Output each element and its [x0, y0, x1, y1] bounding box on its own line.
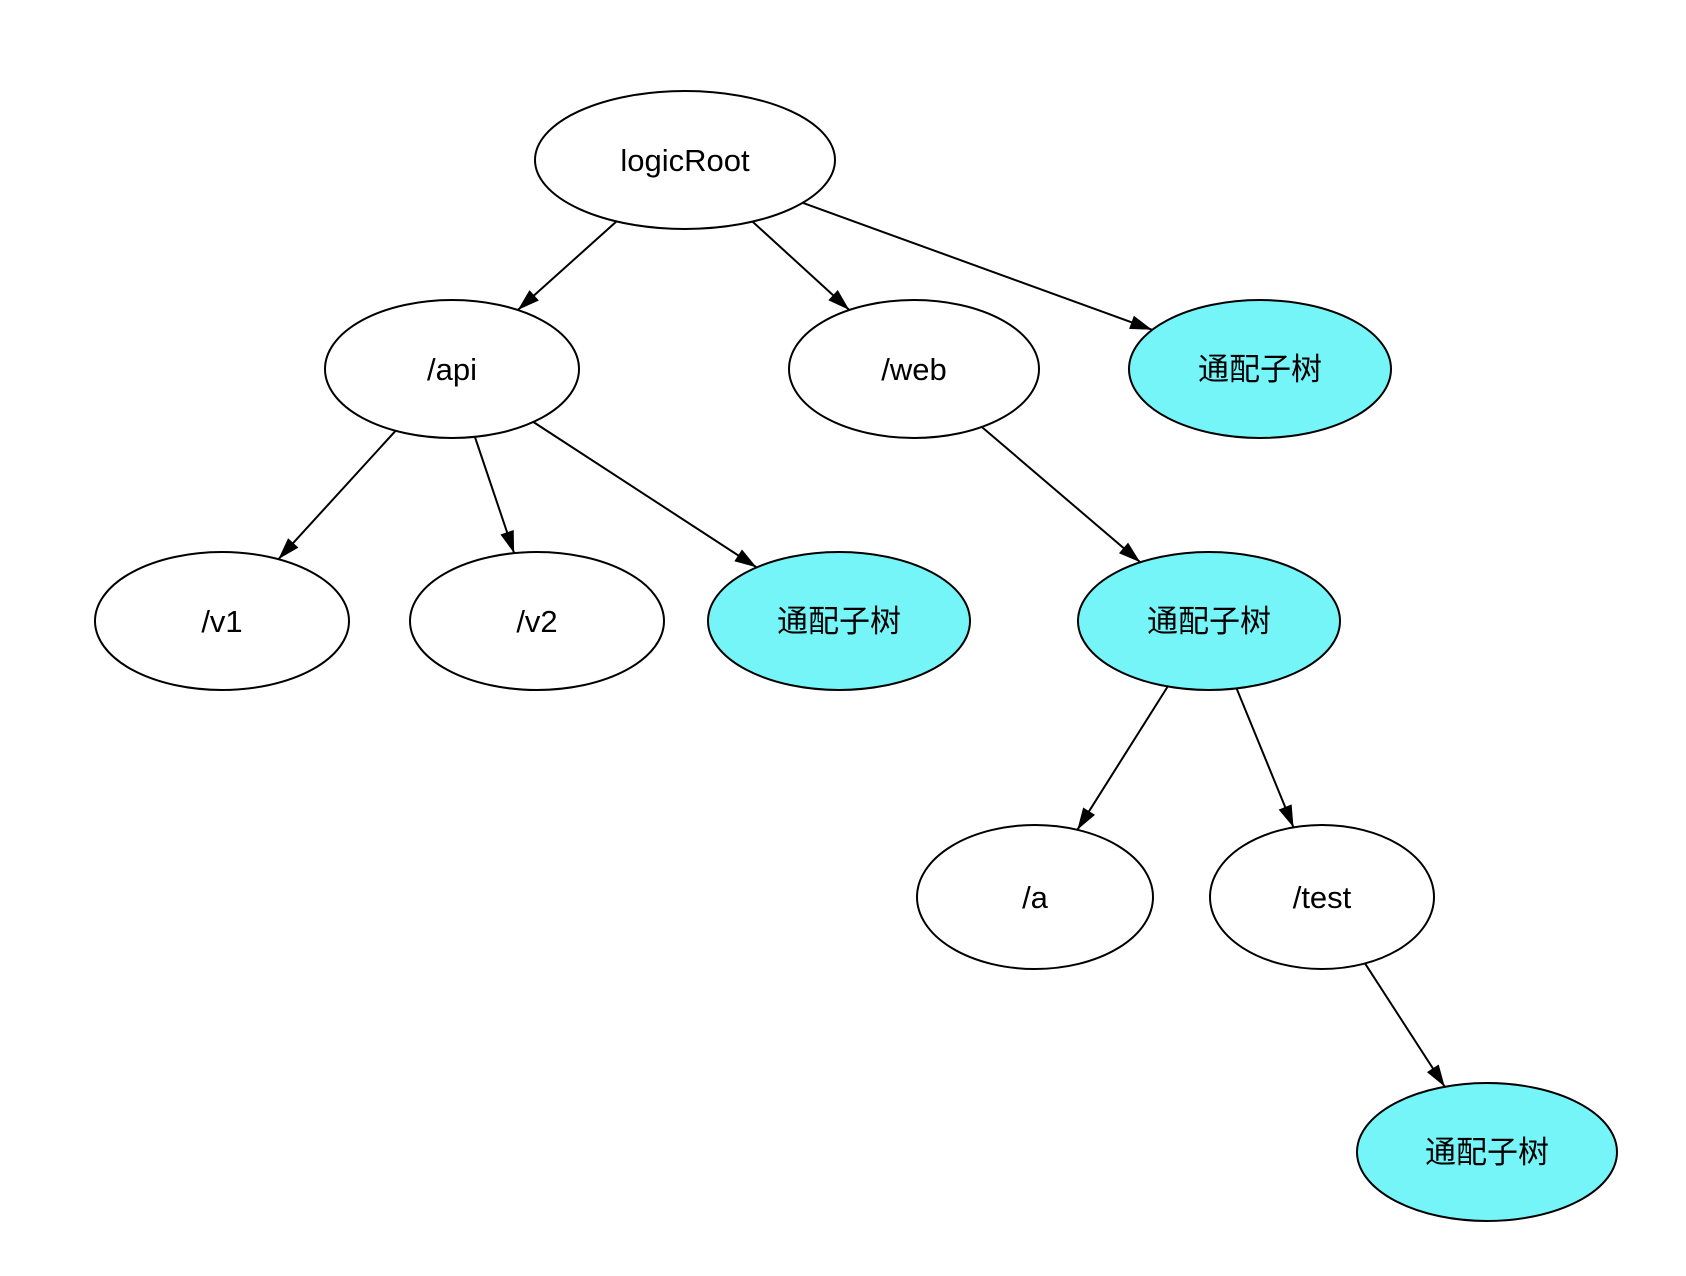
- node-label-test: /test: [1293, 880, 1352, 915]
- node-label-api: /api: [427, 352, 477, 387]
- node-label-v2: /v2: [516, 604, 557, 639]
- node-wild3: 通配子树: [1077, 551, 1341, 691]
- edge-web-wild3: [981, 426, 1141, 564]
- node-api: /api: [324, 299, 580, 439]
- node-a: /a: [916, 824, 1154, 970]
- node-label-v1: /v1: [201, 604, 242, 639]
- edge-api-v2: [473, 436, 516, 554]
- edge-api-wild2: [532, 421, 758, 569]
- node-label-wild3: 通配子树: [1147, 604, 1271, 639]
- node-ellipse: [1209, 824, 1435, 970]
- node-ellipse: [788, 299, 1040, 439]
- node-wild1: 通配子树: [1128, 299, 1392, 439]
- node-v2: /v2: [409, 551, 665, 691]
- node-wild2: 通配子树: [707, 551, 971, 691]
- node-ellipse: [409, 551, 665, 691]
- node-label-wild2: 通配子树: [777, 604, 901, 639]
- edge-wild3-test: [1235, 688, 1295, 828]
- node-ellipse: [916, 824, 1154, 970]
- node-web: /web: [788, 299, 1040, 439]
- node-label-wild1: 通配子树: [1198, 352, 1322, 387]
- node-logicRoot: logicRoot: [534, 90, 836, 230]
- node-label-a: /a: [1022, 880, 1049, 915]
- edge-logicRoot-web: [751, 220, 850, 311]
- node-wild4: 通配子树: [1356, 1082, 1618, 1222]
- edge-api-v1: [277, 430, 397, 560]
- node-ellipse: [324, 299, 580, 439]
- wildcard-node-ellipse: [1077, 551, 1341, 691]
- wildcard-node-ellipse: [707, 551, 971, 691]
- edge-test-wild4: [1364, 962, 1446, 1088]
- node-ellipse: [534, 90, 836, 230]
- node-label-wild4: 通配子树: [1425, 1135, 1549, 1170]
- wildcard-node-ellipse: [1128, 299, 1392, 439]
- node-label-web: /web: [881, 352, 946, 387]
- edge-wild3-a: [1076, 685, 1169, 831]
- node-test: /test: [1209, 824, 1435, 970]
- edge-logicRoot-wild1: [802, 201, 1153, 331]
- edge-logicRoot-api: [517, 220, 618, 311]
- node-ellipse: [94, 551, 350, 691]
- node-v1: /v1: [94, 551, 350, 691]
- wildcard-node-ellipse: [1356, 1082, 1618, 1222]
- node-label-logicRoot: logicRoot: [620, 143, 750, 178]
